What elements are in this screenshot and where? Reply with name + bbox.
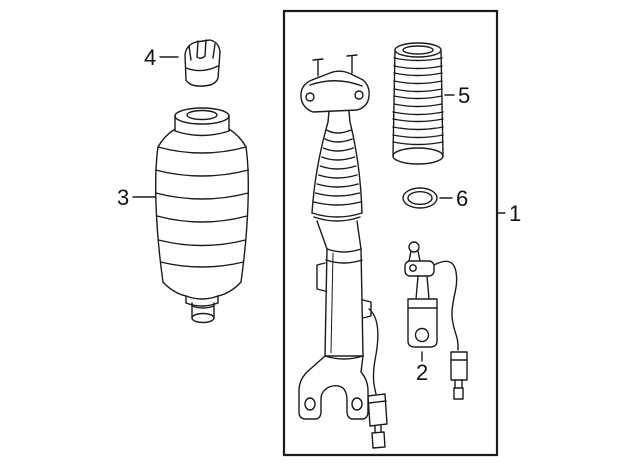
callout-5-label: 5 [458, 83, 470, 108]
callout-4: 4 [144, 45, 178, 70]
part-shock-absorber [299, 55, 387, 448]
callout-6-label: 6 [456, 186, 468, 211]
callout-3: 3 [117, 185, 155, 210]
part-cap-clip [185, 40, 220, 86]
callout-2-label: 2 [416, 360, 428, 385]
callout-1-label: 1 [509, 201, 521, 226]
callout-3-label: 3 [117, 185, 129, 210]
callout-1: 1 [497, 201, 521, 226]
part-dust-boot [393, 43, 443, 164]
callout-5: 5 [445, 83, 470, 108]
part-air-spring [156, 108, 249, 323]
callout-2: 2 [416, 352, 428, 385]
assembly-enclosure-box [284, 11, 497, 455]
part-seal-ring [403, 188, 437, 208]
part-sensor-cable [405, 242, 467, 399]
callout-6: 6 [440, 186, 468, 211]
callout-4-label: 4 [144, 45, 156, 70]
